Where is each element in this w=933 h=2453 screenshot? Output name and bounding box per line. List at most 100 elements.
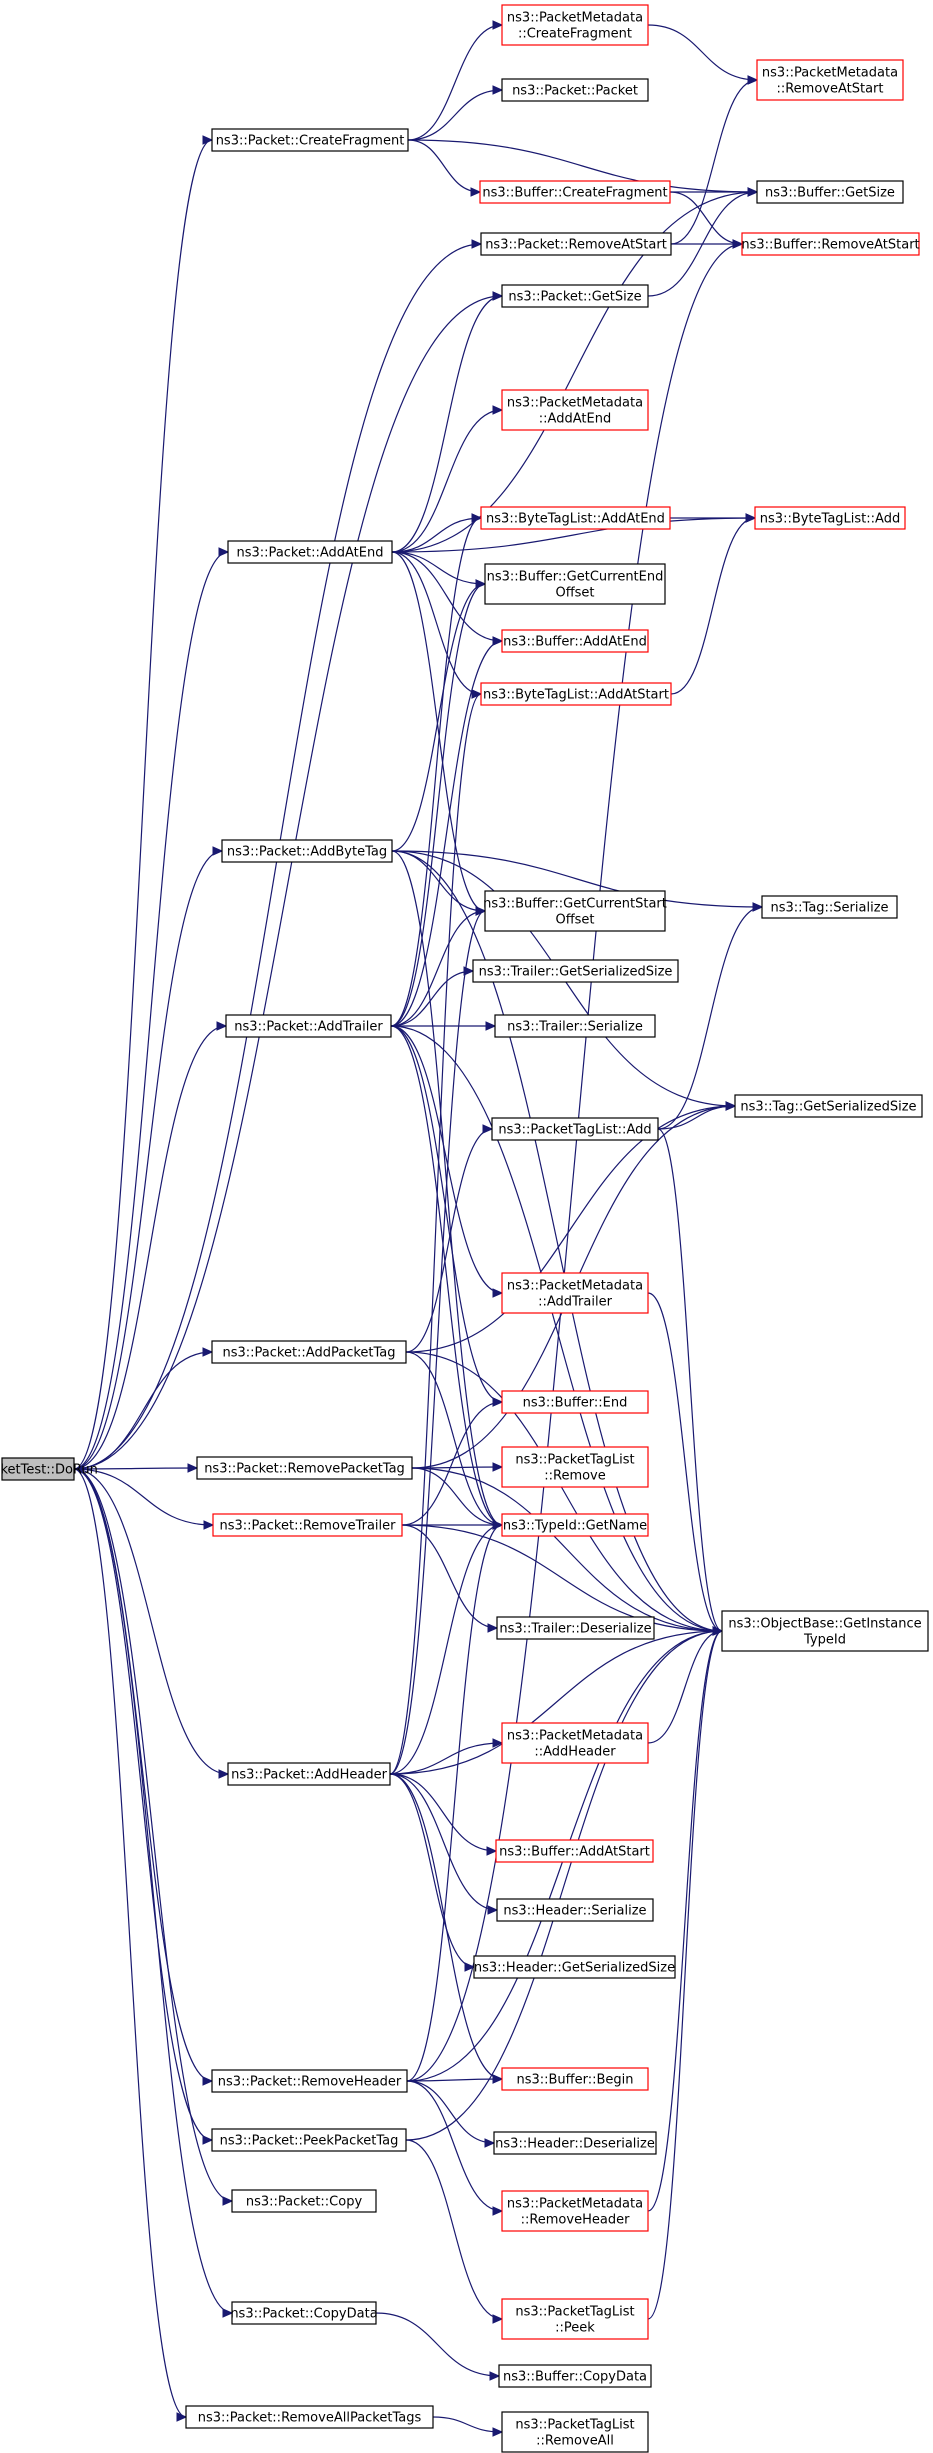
node-label: ::Remove [544, 1469, 606, 1484]
node-packet-createfragment[interactable]: ns3::Packet::CreateFragment [211, 128, 409, 152]
node-ptl-add[interactable]: ns3::PacketTagList::Add [491, 1117, 659, 1141]
edge-root-to-packet_addpackettag [73, 1347, 214, 1470]
node-packet-removeheader[interactable]: ns3::Packet::RemoveHeader [211, 2069, 408, 2093]
node-label: PacketTest::DoRun [0, 1463, 98, 1478]
node-ptl-removeall[interactable]: ns3::PacketTagList::RemoveAll [501, 2411, 649, 2453]
node-label: ns3::ByteTagList::Add [760, 512, 900, 527]
node-label: ns3::Trailer::Deserialize [499, 1622, 651, 1637]
node-pm-removeheader[interactable]: ns3::PacketMetadata::RemoveHeader [501, 2190, 649, 2232]
edge-packet_addpackettag-to-typeid_getname [405, 1351, 504, 1530]
node-pm-addtrailer[interactable]: ns3::PacketMetadata::AddTrailer [501, 1272, 649, 1314]
node-btl-addatstart[interactable]: ns3::ByteTagList::AddAtStart [480, 682, 672, 706]
node-packet-removeallpackettags[interactable]: ns3::Packet::RemoveAllPacketTags [185, 2405, 434, 2429]
edge-packet_removeheader-to-buffer_removeatstart [406, 239, 744, 2082]
node-header-serialize[interactable]: ns3::Header::Serialize [496, 1898, 654, 1922]
node-label: ns3::Packet::Copy [246, 2195, 363, 2210]
edge-ptl_peek-to-objectbase_getinstancetypeid [647, 1626, 724, 2320]
node-label: ns3::Packet::PeekPacketTag [220, 2134, 399, 2149]
node-packet-getsize[interactable]: ns3::Packet::GetSize [501, 284, 649, 308]
node-packet-addtrailer[interactable]: ns3::Packet::AddTrailer [225, 1014, 392, 1038]
node-label: ns3::Packet::AddAtEnd [237, 546, 384, 561]
edge-pm_removeheader-to-objectbase_getinstancetypeid [647, 1626, 724, 2212]
node-label: ns3::Buffer::End [523, 1396, 628, 1411]
node-trailer-getserializedsize[interactable]: ns3::Trailer::GetSerializedSize [472, 959, 679, 983]
node-packet-addheader[interactable]: ns3::Packet::AddHeader [227, 1762, 391, 1786]
node-label: ns3::Trailer::Serialize [507, 1020, 643, 1035]
edge-packet_addtrailer-to-buffer_getcurrentendoffset [390, 579, 487, 1027]
node-label: ns3::Header::Serialize [503, 1904, 646, 1919]
edge-pm_createfragment-to-pm_removeatstart [647, 24, 759, 85]
node-buffer-removeatstart[interactable]: ns3::Buffer::RemoveAtStart [741, 232, 920, 256]
edge-pm_addtrailer-to-objectbase_getinstancetypeid [647, 1292, 724, 1636]
node-buffer-addatend[interactable]: ns3::Buffer::AddAtEnd [501, 629, 649, 653]
node-label: ns3::Tag::GetSerializedSize [740, 1100, 916, 1115]
node-root[interactable]: PacketTest::DoRun [0, 1457, 98, 1481]
node-label: ns3::Buffer::GetCurrentEnd [487, 570, 664, 585]
node-buffer-begin[interactable]: ns3::Buffer::Begin [501, 2067, 649, 2091]
node-label: ns3::Packet::Packet [512, 84, 638, 99]
node-label: ns3::PacketMetadata [507, 1279, 643, 1294]
node-label: ns3::Trailer::GetSerializedSize [479, 965, 673, 980]
node-buffer-addatstart[interactable]: ns3::Buffer::AddAtStart [495, 1839, 654, 1863]
node-packet-addbytetag[interactable]: ns3::Packet::AddByteTag [221, 839, 393, 863]
node-packet-removetrailer[interactable]: ns3::Packet::RemoveTrailer [212, 1513, 403, 1537]
edge-packet_addheader-to-pm_addheader [389, 1738, 504, 1775]
node-packet-copy[interactable]: ns3::Packet::Copy [231, 2189, 377, 2213]
edge-root-to-packet_removetrailer [73, 1468, 215, 1530]
node-label: ns3::PacketMetadata [507, 2197, 643, 2212]
edge-root-to-packet_copydata [73, 1468, 234, 2318]
node-tag-serialize[interactable]: ns3::Tag::Serialize [761, 895, 898, 919]
node-packet-packet[interactable]: ns3::Packet::Packet [501, 78, 649, 102]
edge-packet_addtrailer-to-typeid_getname [390, 1025, 504, 1530]
node-ptl-peek[interactable]: ns3::PacketTagList::Peek [501, 2298, 649, 2340]
node-packet-removepackettag[interactable]: ns3::Packet::RemovePacketTag [196, 1456, 413, 1480]
edge-packet_addtrailer-to-trailer_serialize [391, 1021, 497, 1031]
edge-packet_addheader-to-header_serialize [389, 1773, 499, 1915]
node-trailer-serialize[interactable]: ns3::Trailer::Serialize [494, 1014, 656, 1038]
node-header-getserializedsize[interactable]: ns3::Header::GetSerializedSize [473, 1955, 676, 1979]
edge-root-to-packet_copy [73, 1468, 234, 2206]
node-label: ns3::Buffer::RemoveAtStart [741, 238, 919, 253]
node-label: ns3::Packet::CopyData [230, 2307, 377, 2322]
node-buffer-getsize[interactable]: ns3::Buffer::GetSize [756, 180, 904, 204]
node-header-deserialize[interactable]: ns3::Header::Deserialize [493, 2131, 657, 2155]
edge-packet_peekpackettag-to-ptl_peek [405, 2139, 504, 2324]
edge-packet_removetrailer-to-trailer_deserialize [401, 1524, 499, 1633]
edge-buffer_createfragment-to-buffer_removeatstart [669, 191, 744, 249]
node-packet-addatend[interactable]: ns3::Packet::AddAtEnd [227, 540, 393, 564]
node-buffer-createfragment[interactable]: ns3::Buffer::CreateFragment [479, 180, 671, 204]
node-ptl-remove[interactable]: ns3::PacketTagList::Remove [501, 1446, 649, 1488]
edge-root-to-packet_removeallpackettags [73, 1468, 188, 2422]
edge-btl_addatstart-to-btl_add [670, 513, 757, 695]
node-trailer-deserialize[interactable]: ns3::Trailer::Deserialize [496, 1616, 655, 1640]
node-label: ns3::PacketTagList::Add [498, 1123, 651, 1138]
edge-packet_createfragment-to-pm_createfragment [407, 20, 504, 141]
node-label: ns3::TypeId::GetName [503, 1519, 647, 1534]
node-pm-removeatstart[interactable]: ns3::PacketMetadata::RemoveAtStart [756, 59, 904, 101]
node-packet-peekpackettag[interactable]: ns3::Packet::PeekPacketTag [211, 2128, 407, 2152]
node-packet-removeatstart[interactable]: ns3::Packet::RemoveAtStart [480, 232, 672, 256]
node-label: ns3::Packet::AddTrailer [234, 1020, 383, 1035]
node-pm-addheader[interactable]: ns3::PacketMetadata::AddHeader [501, 1722, 649, 1764]
node-btl-addatend[interactable]: ns3::ByteTagList::AddAtEnd [480, 506, 671, 530]
edge-packet_createfragment-to-packet_packet [407, 85, 504, 141]
node-label: ::RemoveAtStart [776, 82, 883, 97]
edge-packet_removeallpackettags-to-ptl_removeall [432, 2416, 504, 2437]
node-btl-add[interactable]: ns3::ByteTagList::Add [754, 506, 906, 530]
node-packet-copydata[interactable]: ns3::Packet::CopyData [230, 2301, 378, 2325]
node-label: ns3::PacketTagList [515, 1453, 634, 1468]
node-tag-getserializedsize[interactable]: ns3::Tag::GetSerializedSize [734, 1094, 923, 1118]
node-label: ns3::PacketMetadata [507, 396, 643, 411]
node-label: ns3::Header::Deserialize [495, 2137, 655, 2152]
node-pm-addatend[interactable]: ns3::PacketMetadata::AddAtEnd [501, 389, 649, 431]
node-packet-addpackettag[interactable]: ns3::Packet::AddPacketTag [211, 1340, 407, 1364]
edge-root-to-packet_removeheader [73, 1468, 214, 2086]
node-buffer-end[interactable]: ns3::Buffer::End [501, 1390, 649, 1414]
node-typeid-getname[interactable]: ns3::TypeId::GetName [501, 1513, 649, 1537]
node-buffer-copydata[interactable]: ns3::Buffer::CopyData [498, 2364, 652, 2388]
edge-packet_addheader-to-btl_addatstart [389, 689, 483, 1775]
node-pm-createfragment[interactable]: ns3::PacketMetadata::CreateFragment [501, 4, 649, 46]
